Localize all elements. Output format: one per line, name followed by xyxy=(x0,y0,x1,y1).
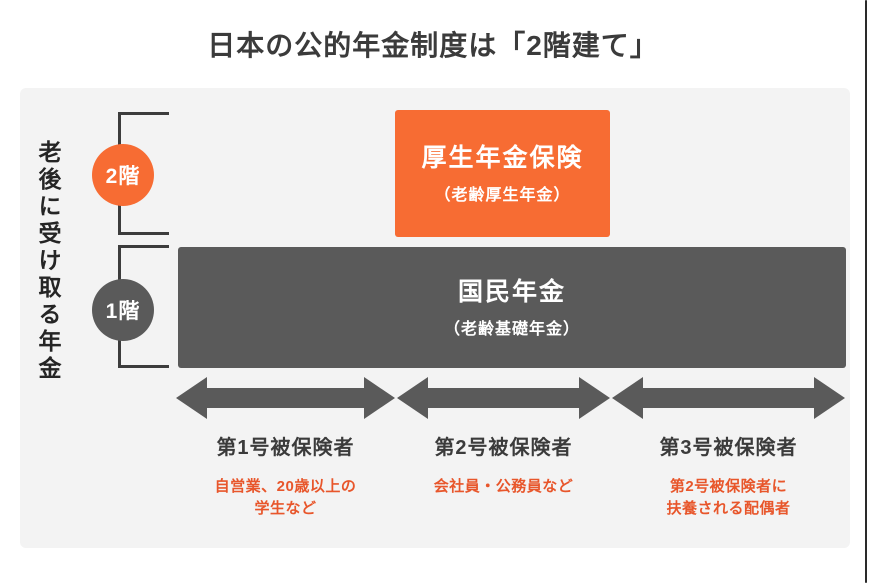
arrow-right-head-icon xyxy=(364,377,395,419)
arrow-bar xyxy=(643,388,814,408)
employees-pension-title: 厚生年金保険 xyxy=(421,144,584,173)
arrow-bar xyxy=(428,388,579,408)
insured-group-1-caption: 自営業、20歳以上の 学生など xyxy=(166,476,405,520)
insured-group-2-caption: 会社員・公務員など xyxy=(387,476,620,498)
double-arrow-icon-group3 xyxy=(612,377,845,419)
national-pension-title: 国民年金 xyxy=(457,278,566,307)
national-pension-subtitle: （老齢基礎年金） xyxy=(443,320,580,338)
arrow-right-head-icon xyxy=(579,377,610,419)
screenshot-right-border xyxy=(865,0,867,583)
side-axis-label: 老後に受け取る年金 xyxy=(35,140,61,383)
caption-line: 自営業、20歳以上の xyxy=(214,478,357,495)
national-pension-box: 国民年金 （老齢基礎年金） xyxy=(178,247,846,368)
page-title: 日本の公的年金制度は「2階建て」 xyxy=(207,30,659,61)
second-floor-badge: 2階 xyxy=(92,144,154,206)
double-arrow-icon-group1 xyxy=(176,377,395,419)
diagram-panel: 老後に受け取る年金 2階 1階 厚生年金保険 （老齢厚生年金） 国民年金 （老齢… xyxy=(20,88,850,548)
employees-pension-subtitle: （老齢厚生年金） xyxy=(434,186,571,204)
caption-line: 学生など xyxy=(254,500,317,517)
employees-pension-box: 厚生年金保険 （老齢厚生年金） xyxy=(395,110,610,237)
caption-line: 第2号被保険者に xyxy=(669,478,788,495)
insured-group-1-label: 第1号被保険者 xyxy=(216,437,355,459)
insured-group-3-caption: 第2号被保険者に 扶養される配偶者 xyxy=(602,476,855,520)
caption-line: 会社員・公務員など xyxy=(433,478,574,495)
arrow-left-head-icon xyxy=(397,377,428,419)
double-arrow-icon-group2 xyxy=(397,377,610,419)
arrow-bar xyxy=(207,388,364,408)
second-floor-badge-label: 2階 xyxy=(105,165,141,188)
caption-line: 扶養される配偶者 xyxy=(666,500,791,517)
arrow-right-head-icon xyxy=(814,377,845,419)
first-floor-badge: 1階 xyxy=(92,279,154,341)
arrow-left-head-icon xyxy=(176,377,207,419)
insured-group-3-label: 第3号被保険者 xyxy=(659,437,798,459)
insured-group-2-label: 第2号被保険者 xyxy=(434,437,573,459)
arrow-left-head-icon xyxy=(612,377,643,419)
first-floor-badge-label: 1階 xyxy=(105,300,141,323)
